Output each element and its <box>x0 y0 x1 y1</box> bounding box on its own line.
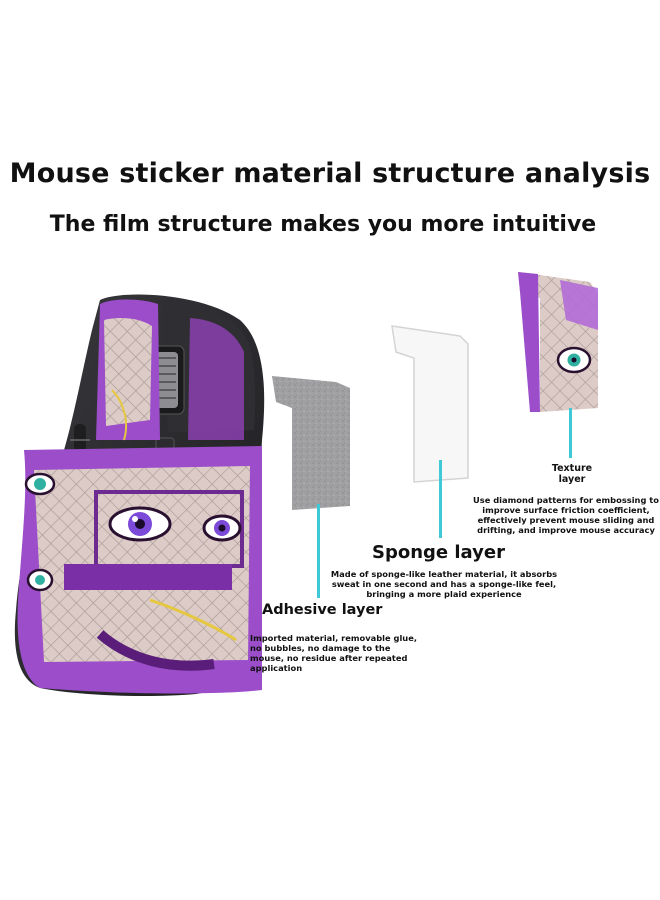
sponge-layer-piece <box>272 376 350 510</box>
sponge-layer-description: Made of sponge-like leather material, it… <box>330 569 558 599</box>
adhesive-layer-piece <box>391 325 469 483</box>
adhesive-layer-description: Imported material, removable glue, no bu… <box>250 633 417 673</box>
mouse-sticker-art <box>17 299 262 694</box>
texture-layer-description: Use diamond patterns for embossing to im… <box>473 495 659 535</box>
page-title: Mouse sticker material structure analysi… <box>9 158 651 189</box>
texture-layer-label: Texture layer <box>551 463 593 485</box>
sponge-leader-line <box>439 460 442 538</box>
texture-layer-piece <box>518 272 598 412</box>
texture-leader-line <box>569 408 572 458</box>
page-subtitle: The film structure makes you more intuit… <box>49 212 597 237</box>
sponge-layer-label: Sponge layer <box>372 542 505 563</box>
adhesive-leader-line <box>317 504 320 598</box>
adhesive-layer-label: Adhesive layer <box>262 602 383 618</box>
